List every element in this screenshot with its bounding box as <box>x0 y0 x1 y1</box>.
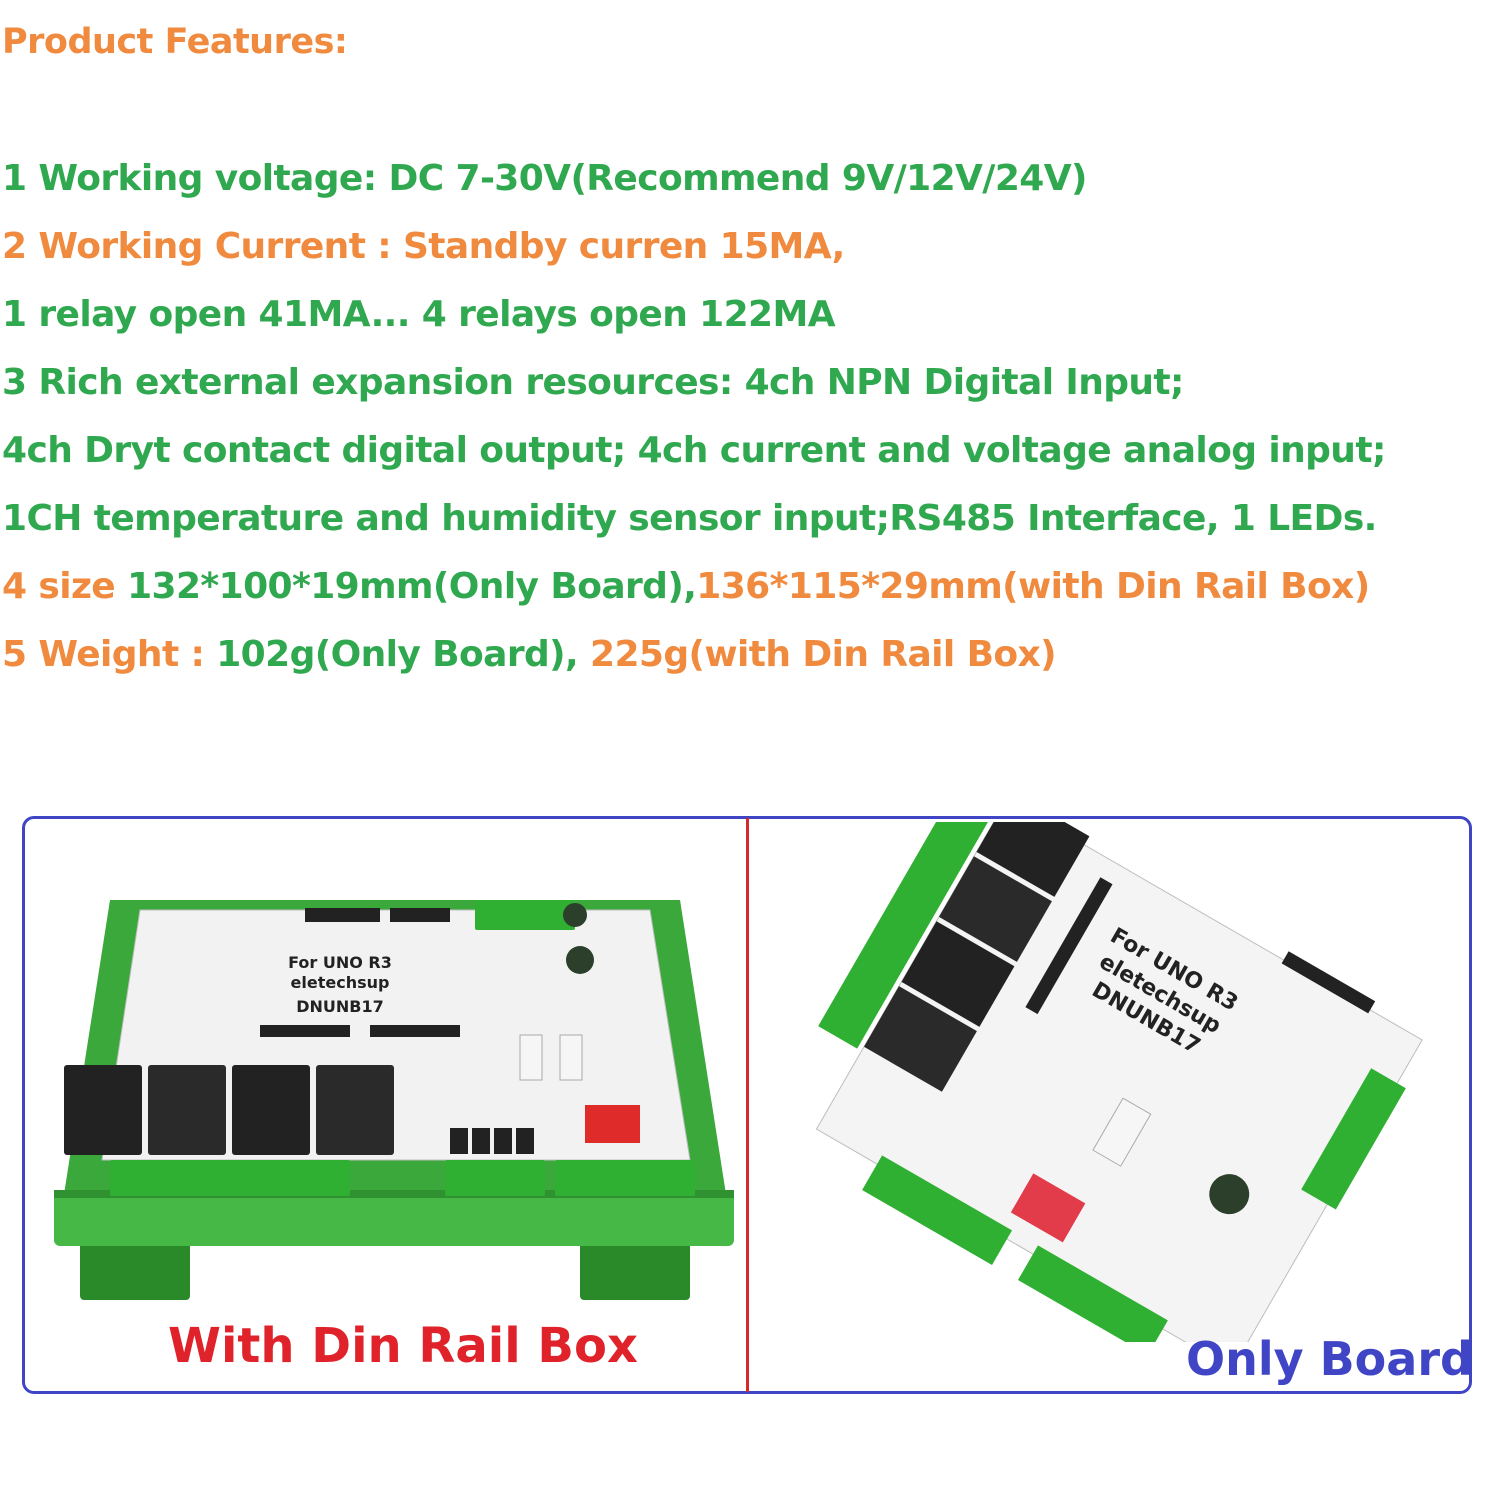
board-label-1: For UNO R3 <box>288 953 392 972</box>
size-box: 136*115*29mm(with Din Rail Box) <box>696 566 1370 607</box>
weight-box: 225g(with Din Rail Box) <box>590 634 1057 675</box>
weight-label: 5 Weight : <box>2 634 217 675</box>
feature-line-3: 1 relay open 41MA... 4 relays open 122MA <box>2 294 836 335</box>
only-board-photo: For UNO R3 eletechsup DNUNB17 <box>815 822 1423 1342</box>
frame-divider <box>746 818 749 1392</box>
caption-only-board: Only Board <box>1186 1332 1473 1386</box>
feature-line-6: 1CH temperature and humidity sensor inpu… <box>2 498 1377 539</box>
feature-line-size: 4 size 132*100*19mm(Only Board),136*115*… <box>2 566 1370 607</box>
feature-line-weight: 5 Weight : 102g(Only Board), 225g(with D… <box>2 634 1057 675</box>
caption-din-rail-box: With Din Rail Box <box>168 1318 638 1374</box>
size-board: 132*100*19mm(Only Board), <box>127 566 697 607</box>
page-title: Product Features: <box>2 22 348 62</box>
din-rail-box-photo: For UNO R3 eletechsup DNUNB17 <box>54 900 734 1300</box>
weight-board: 102g(Only Board), <box>216 634 591 675</box>
size-label: 4 size <box>2 566 128 607</box>
feature-line-4: 3 Rich external expansion resources: 4ch… <box>2 362 1184 403</box>
feature-line-2: 2 Working Current : Standby curren 15MA, <box>2 226 845 267</box>
feature-line-5: 4ch Dryt contact digital output; 4ch cur… <box>2 430 1386 471</box>
board-label-2: eletechsup <box>291 973 390 992</box>
board-label-3: DNUNB17 <box>296 997 384 1016</box>
feature-line-1: 1 Working voltage: DC 7-30V(Recommend 9V… <box>2 158 1087 199</box>
